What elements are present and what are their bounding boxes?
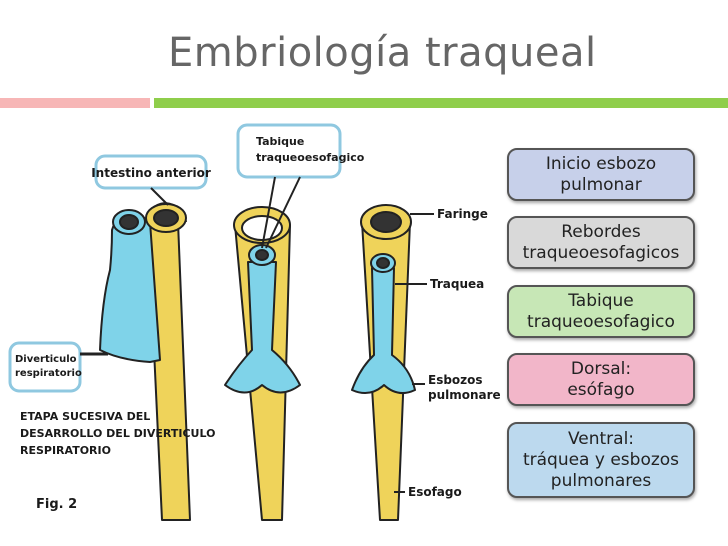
stage-box-1: Inicio esbozo pulmonar (507, 148, 695, 201)
stage-3-diagram (351, 204, 416, 521)
title-rule-accent (0, 98, 150, 108)
stage-box-5: Ventral: tráquea y esbozos pulmonares (507, 422, 695, 498)
stage-box-4: Dorsal: esófago (507, 353, 695, 406)
figure-number: Fig. 2 (36, 497, 77, 512)
label-faringe: Faringe (437, 207, 488, 221)
label-box-diverticulo (8, 341, 82, 393)
stage-box-3: Tabique traqueoesofagico (507, 285, 695, 338)
stage-1-diagram (99, 202, 191, 521)
label-traquea: Traquea (430, 277, 484, 291)
stage-box-2: Rebordes traqueoesofagicos (507, 216, 695, 269)
label-intestino: Intestino anterior (91, 166, 211, 180)
stage-2-diagram (224, 206, 301, 521)
label-box-tabique (236, 123, 342, 179)
slide-title: Embriología traqueal (168, 30, 597, 76)
label-esofago: Esofago (408, 485, 462, 499)
title-rule (154, 98, 728, 108)
